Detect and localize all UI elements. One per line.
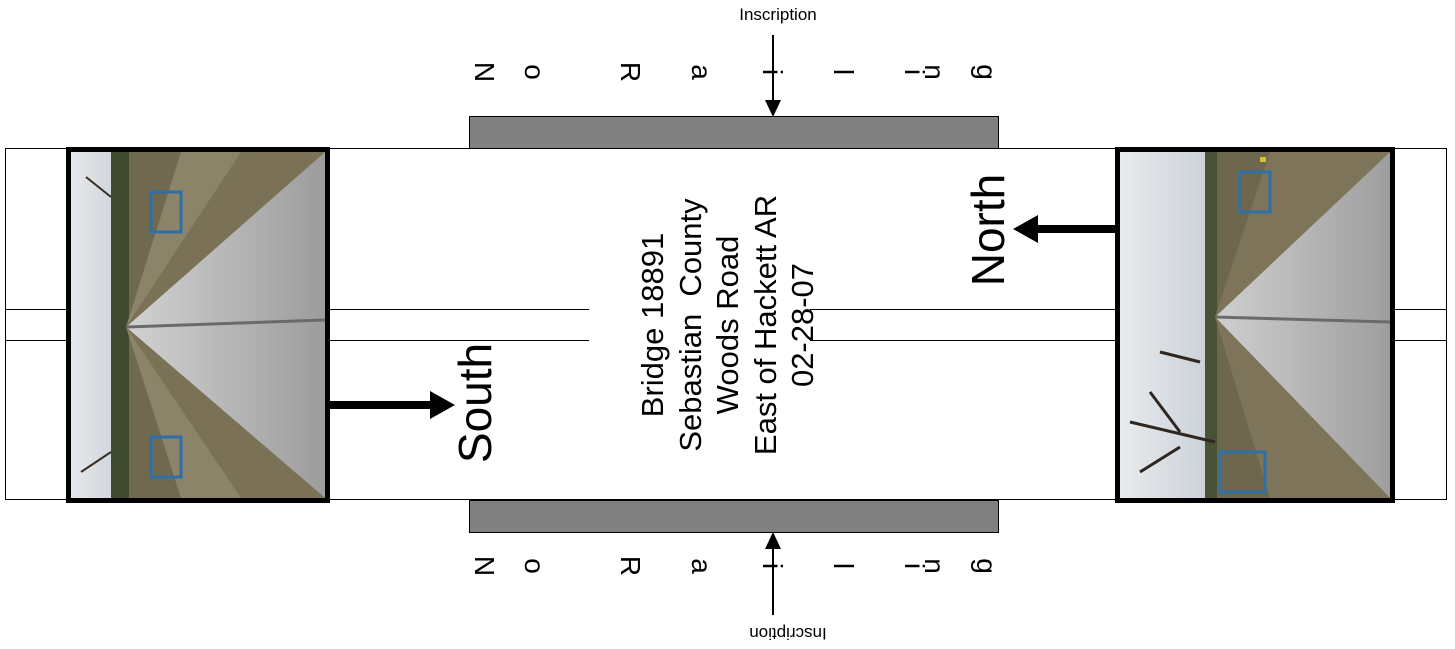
inscription-top-arrow-stem: [772, 35, 774, 103]
bridge-number: Bridge 18891: [635, 232, 671, 418]
bridge-road: Woods Road: [710, 235, 746, 415]
north-view-photo: [1115, 147, 1395, 503]
bridge-county: Sebastian County: [672, 198, 708, 452]
rail-letter: R: [615, 61, 646, 83]
south-arrow-stem: [330, 401, 434, 409]
inscription-bottom-arrow-stem: [772, 547, 774, 615]
inscription-top-label: Inscription: [739, 5, 817, 24]
inscription-bottom-arrow-head: [765, 532, 781, 549]
north-arrow-head: [1013, 215, 1038, 243]
rail-letter: N: [469, 61, 500, 83]
south-arrow-head: [430, 391, 455, 419]
inscription-bottom-label: Inscription: [749, 624, 827, 643]
rail-letter: i: [757, 68, 788, 76]
rail-top: [469, 116, 999, 149]
rail-letter: g: [971, 64, 1002, 80]
south-view-photo: [66, 147, 330, 503]
bridge-location: East of Hackett AR: [747, 194, 783, 456]
rail-letter: n: [919, 558, 950, 574]
north-arrow-stem: [1036, 225, 1116, 233]
rail-letter: l: [828, 562, 859, 570]
bridge-info-block: Bridge 18891 Sebastian County Woods Road…: [633, 85, 823, 565]
rail-letter: g: [971, 558, 1002, 574]
north-label: North: [962, 173, 1014, 287]
rail-letter: o: [519, 64, 550, 80]
rail-letter: l: [828, 68, 859, 76]
rail-bottom: [469, 500, 999, 533]
rail-letter: a: [686, 64, 717, 80]
inscription-top-arrow-head: [765, 100, 781, 117]
rail-letter: N: [469, 555, 500, 577]
rail-letter: n: [919, 64, 950, 80]
rail-letter: o: [519, 558, 550, 574]
south-label: South: [449, 342, 501, 464]
bridge-date: 02-28-07: [785, 262, 821, 388]
